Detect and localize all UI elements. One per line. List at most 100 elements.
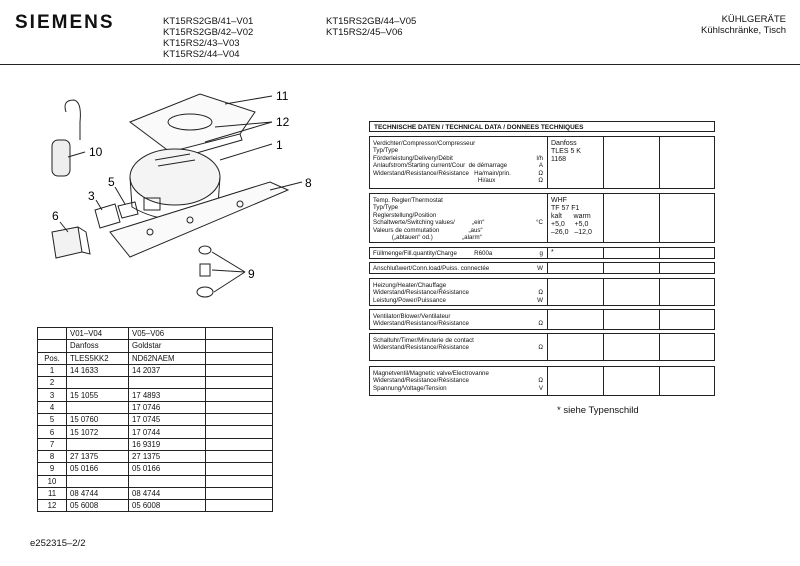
table-cell [205, 425, 273, 439]
table-cell [66, 474, 129, 488]
tech-units: Ω [538, 344, 543, 352]
table-cell: 17 0744 [128, 425, 206, 439]
model-item: KT15RS2GB/44–V05 [326, 16, 417, 27]
table-cell [205, 326, 273, 341]
table-cell [128, 474, 206, 488]
tech-values: * [551, 249, 554, 256]
model-list-1: KT15RS2GB/41–V01 KT15RS2GB/42–V02 KT15RS… [163, 16, 253, 60]
table-header-row: V01–V04 V05–V06 [37, 326, 273, 341]
model-item: KT15RS2GB/41–V01 [163, 16, 254, 27]
table-cell: 27 1375 [128, 449, 206, 464]
category-heading: KÜHLGERÄTE Kühlschränke, Tisch [701, 14, 786, 36]
tech-units: °C [536, 219, 543, 227]
callout-label: 11 [276, 89, 289, 103]
tech-labels: Ventilator/Blower/Ventilateur Widerstand… [373, 313, 469, 328]
table-cell [205, 400, 273, 415]
table-cell: 08 4744 [66, 486, 129, 501]
callout-label: 1 [276, 138, 283, 152]
tech-labels: Verdichter/Compressor/Compresseur Typ/Ty… [373, 140, 511, 185]
type-plate-note: * siehe Typenschild [557, 405, 639, 416]
tech-units: Ω W [537, 289, 543, 304]
table-cell [205, 449, 273, 464]
tech-labels: Füllmenge/Fill.quantity/Charge R600a [373, 250, 493, 257]
callout-label: 10 [89, 145, 103, 159]
table-row: 2 [37, 376, 273, 390]
table-cell: 15 0760 [66, 413, 129, 427]
table-cell: 9 [37, 462, 67, 476]
table-cell: 11 [37, 486, 67, 501]
model-item: KT15RS2/45–V06 [326, 27, 403, 38]
category-line: Kühlschränke, Tisch [700, 25, 786, 36]
table-cell [205, 437, 273, 451]
tech-section-thermostat: Temp. Regler/Thermostat Typ/Type Reglers… [369, 193, 715, 243]
table-cell: V01–V04 [66, 326, 129, 341]
category-line: KÜHLGERÄTE [721, 14, 786, 25]
tech-values: WHF TF 57 F1 kalt warm +5,0 +5,0 –26,0 –… [551, 197, 592, 236]
table-header-row: Danfoss Goldstar [37, 339, 273, 353]
tech-labels: Magnetventil/Magnetic valve/Electrovanne… [373, 370, 489, 392]
tech-units: Ω V [538, 377, 543, 392]
tech-section-timer: Schaltuhr/Timer/Minuterie de contact Wid… [369, 333, 715, 361]
table-cell: TLES5KK2 [66, 351, 129, 365]
table-cell: 7 [37, 437, 67, 451]
tech-labels: Anschlußwert/Conn.load/Puiss. connectée [373, 265, 490, 272]
table-cell [205, 462, 273, 476]
model-list-2: KT15RS2GB/44–V05 KT15RS2/45–V06 [326, 16, 416, 38]
parts-table: V01–V04 V05–V06 Danfoss Goldstar Pos. TL… [37, 326, 273, 513]
table-cell: Danfoss [66, 339, 129, 353]
tech-units: Ω [538, 320, 543, 328]
tech-labels: Temp. Regler/Thermostat Typ/Type Reglers… [373, 197, 485, 242]
table-cell [66, 400, 129, 415]
table-cell: 3 [37, 388, 67, 402]
tech-labels: Schaltuhr/Timer/Minuterie de contact Wid… [373, 337, 474, 352]
table-cell: 14 1633 [66, 363, 129, 378]
table-cell [205, 474, 273, 488]
table-cell: 17 4893 [128, 388, 206, 402]
table-cell: 15 1072 [66, 425, 129, 439]
table-cell: 8 [37, 449, 67, 464]
callout-label: 12 [276, 115, 290, 129]
table-cell: Goldstar [128, 339, 206, 353]
table-cell [37, 339, 67, 353]
header-divider [0, 64, 800, 65]
callout-label: 5 [108, 175, 115, 189]
table-cell [205, 376, 273, 390]
table-cell: 14 2037 [128, 363, 206, 378]
table-cell: 08 4744 [128, 486, 206, 501]
table-cell: 17 0746 [128, 400, 206, 415]
table-cell: 15 1055 [66, 388, 129, 402]
table-cell [205, 351, 273, 365]
callout-label: 8 [305, 176, 312, 190]
tech-section-valve: Magnetventil/Magnetic valve/Electrovanne… [369, 366, 715, 396]
table-cell [205, 388, 273, 402]
tech-units: W [537, 265, 543, 272]
table-cell: 12 [37, 499, 67, 513]
table-cell: 05 6008 [66, 499, 129, 513]
model-item: KT15RS2/44–V04 [163, 49, 240, 60]
table-cell: Pos. [37, 351, 67, 365]
table-cell [205, 499, 273, 513]
table-cell [205, 486, 273, 501]
table-cell: 16 9319 [128, 437, 206, 451]
table-cell [66, 376, 129, 390]
table-cell [66, 437, 129, 451]
table-cell: V05–V06 [128, 326, 206, 341]
table-cell: 05 6008 [128, 499, 206, 513]
callout-label: 3 [88, 189, 95, 203]
tech-data-title: TECHNISCHE DATEN / TECHNICAL DATA / DONN… [369, 121, 715, 132]
table-row: 7 16 9319 [37, 437, 273, 451]
tech-values: Danfoss TLES 5 K 1168 [551, 140, 581, 163]
tech-section-heater: Heizung/Heater/Chauffage Widerstand/Resi… [369, 278, 715, 306]
table-cell [205, 363, 273, 378]
document-code: e252315–2/2 [30, 538, 86, 549]
table-cell: 17 0745 [128, 413, 206, 427]
tech-labels: Heizung/Heater/Chauffage Widerstand/Resi… [373, 282, 469, 304]
table-header-row: Pos. TLES5KK2 ND62NAEM [37, 351, 273, 365]
tech-section-blower: Ventilator/Blower/Ventilateur Widerstand… [369, 309, 715, 330]
table-cell: 6 [37, 425, 67, 439]
table-cell: 5 [37, 413, 67, 427]
table-cell [37, 326, 67, 341]
